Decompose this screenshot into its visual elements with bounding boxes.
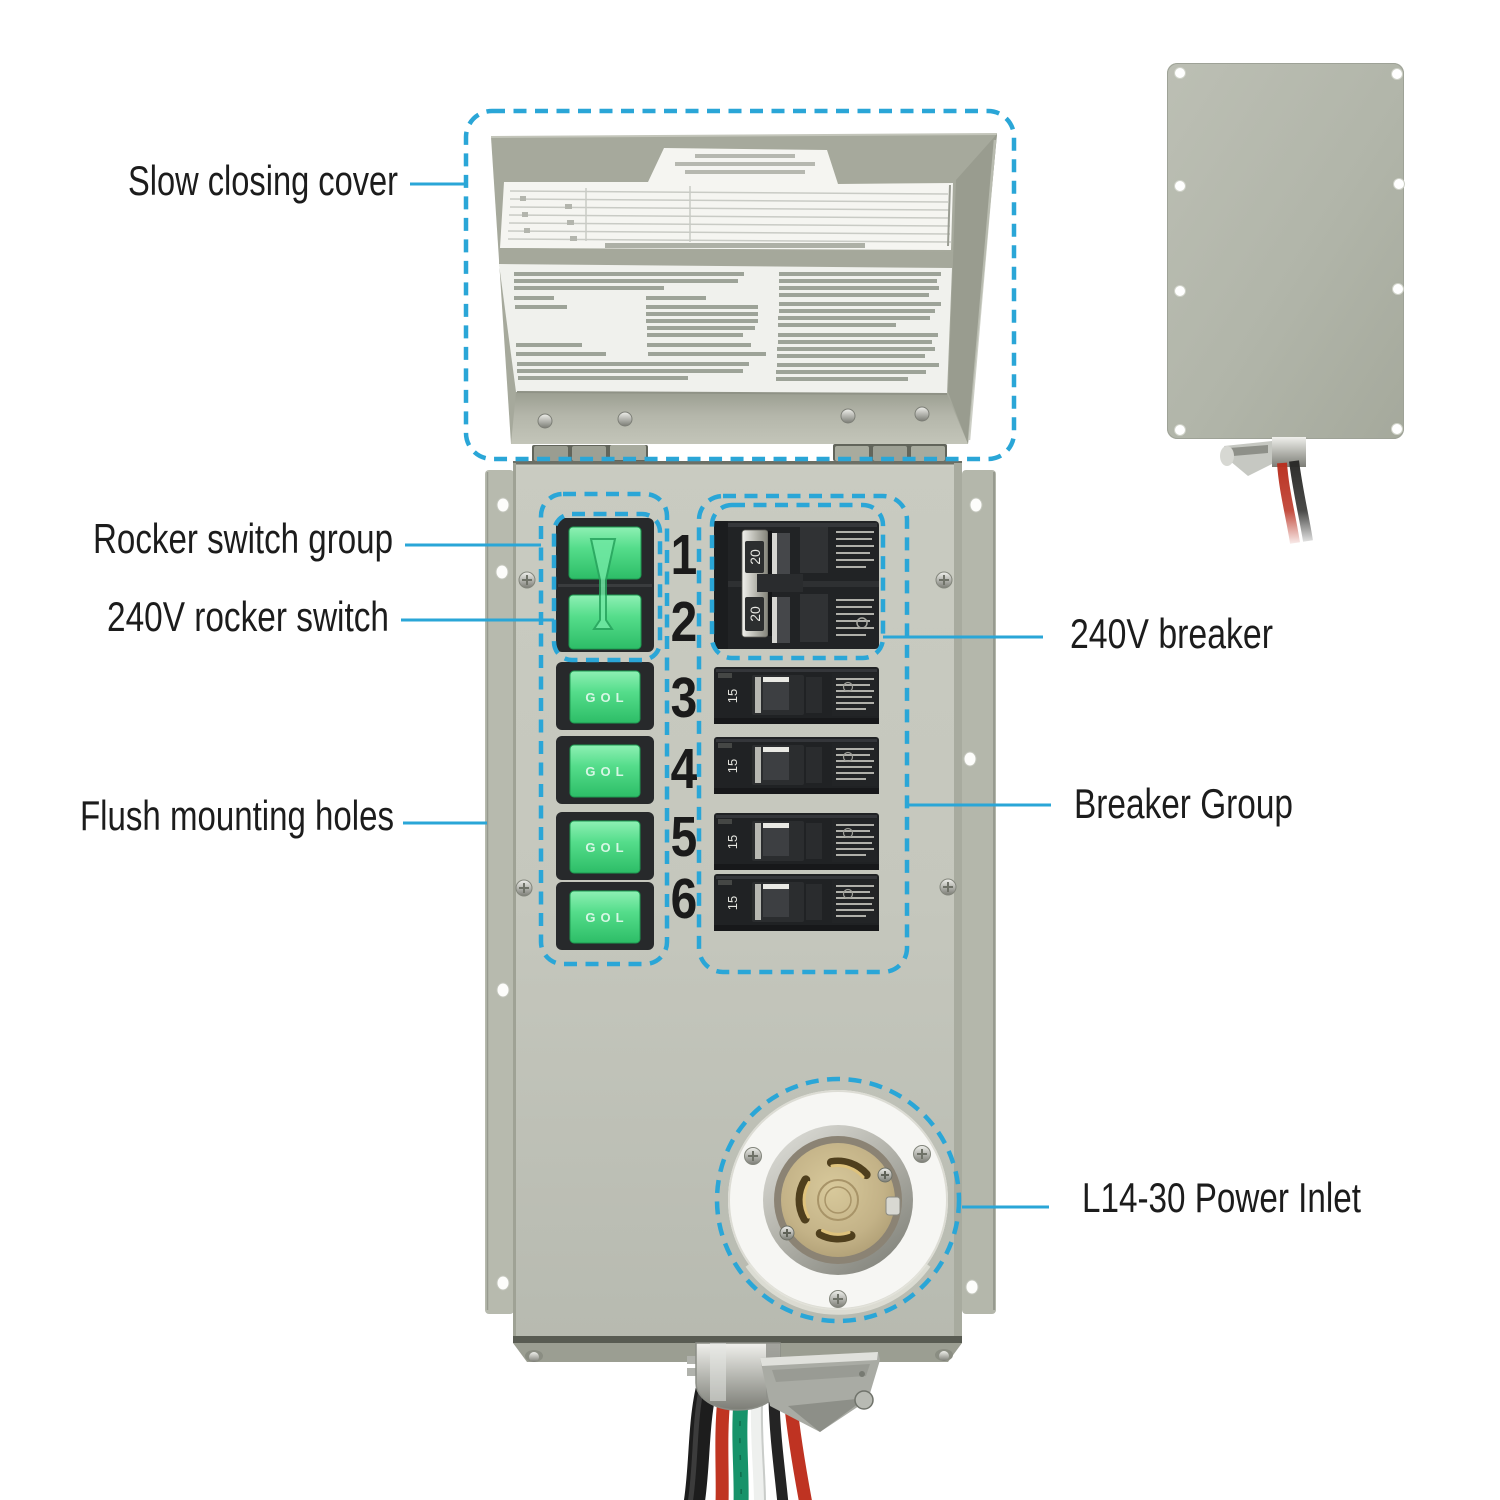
svg-text:GOL: GOL bbox=[585, 690, 628, 705]
svg-text:240V breaker: 240V breaker bbox=[1070, 610, 1273, 657]
svg-text:GOL: GOL bbox=[585, 840, 628, 855]
svg-text:Breaker Group: Breaker Group bbox=[1074, 780, 1293, 827]
svg-text:5: 5 bbox=[671, 805, 698, 869]
svg-text:20: 20 bbox=[747, 549, 763, 565]
svg-text:Rocker switch group: Rocker switch group bbox=[93, 515, 393, 562]
svg-text:L14-30 Power Inlet: L14-30 Power Inlet bbox=[1082, 1174, 1361, 1221]
svg-text:2: 2 bbox=[671, 590, 698, 654]
svg-text:GOL: GOL bbox=[585, 764, 628, 779]
svg-text:6: 6 bbox=[671, 867, 698, 931]
svg-text:3: 3 bbox=[671, 666, 698, 730]
svg-text:1: 1 bbox=[671, 523, 698, 587]
svg-text:GOL: GOL bbox=[585, 910, 628, 925]
svg-text:240V rocker switch: 240V rocker switch bbox=[107, 593, 389, 640]
svg-text:20: 20 bbox=[747, 606, 763, 622]
svg-text:Flush mounting holes: Flush mounting holes bbox=[80, 792, 394, 839]
svg-text:Slow closing cover: Slow closing cover bbox=[128, 157, 398, 204]
svg-text:4: 4 bbox=[671, 737, 698, 801]
